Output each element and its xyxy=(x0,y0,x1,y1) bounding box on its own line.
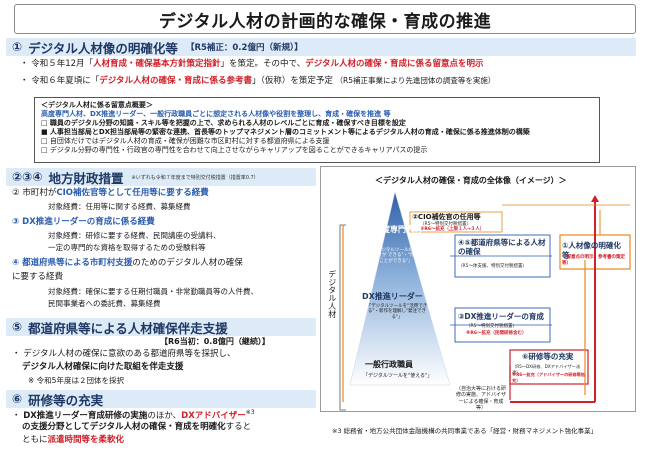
arrow-right-head xyxy=(591,195,599,202)
tier-1-label: 高度専門人材 xyxy=(374,225,422,234)
cio-sub2: ※R6～拡充（上限１人→３人） xyxy=(420,227,485,232)
item-4-heading: ④ 都道府県等による市町村支援のためのデジタル人材の確保 xyxy=(12,258,243,268)
box6-sub: （R5～DX研修、DXアドバイザー派遣） xyxy=(512,364,581,375)
cio-box xyxy=(409,211,503,233)
item-4-target-2: 民間事業者への委託費、募集経費 xyxy=(48,299,161,308)
section-6-line-2: の支援分野としてデジタル人材の確保・育成を明確化すると xyxy=(22,422,252,432)
section-1-title: デジタル人材像の明確化等 xyxy=(28,40,178,56)
tier-2-desc: 「デジタルツールを"活用できる"・新作を理解し"発注できる"」 xyxy=(366,304,428,320)
cio-sub: （R5～特別交付税措置） xyxy=(420,222,471,227)
footnote: ※3 総務省・地方公共団体金融機構の共同事業である「経営・財務マネジメント強化事… xyxy=(332,427,598,435)
key-point-2: □ 職員のデジタル分野の知識・スキル等を把握の上で、求められる人材のレベルごとに… xyxy=(41,118,406,127)
box1-sub: （留意点の明示、参考書の策定等） xyxy=(562,255,625,267)
box45-title: ④⑤都道府県等による人材の確保 xyxy=(458,238,546,257)
tier-2-label: DX推進リーダー xyxy=(362,292,423,301)
cio-label: ②CIO補佐官の任用等 xyxy=(412,213,481,221)
tier-3-label: 一般行政職員 xyxy=(365,360,413,369)
section-2-header: ②③④ 地方財政措置 ※いずれも令和７年度まで特別交付税措置（措置率0.7） xyxy=(6,168,316,186)
section-5-title: 都道府県等による人材確保伴走支援 xyxy=(28,320,228,336)
section-1-bullet-1: ・ 令和５年12月「人材育成・確保基本方針策定指針」を策定。その中で、デジタル人… xyxy=(20,59,484,69)
section-1-bullet-2: ・ 令和６年夏頃に「デジタル人材の確保・育成に係る参考書」（仮称）を策定予定 （… xyxy=(20,76,496,86)
tier-1-desc: 「デジタルツールの"目利きが できる"・"作ることができる"」 xyxy=(372,248,420,264)
item-4-target-1: 対象経費：確保に要する任期付職員・非常勤職員等の人件費、 xyxy=(48,287,258,296)
tier-3-desc: 「デジタルツールを"使える"」 xyxy=(363,373,433,379)
box3-title: ③DX推進リーダーの育成 xyxy=(458,312,544,321)
section-6-title: 研修等の充実 xyxy=(28,392,104,408)
key-point-4: □ 自団体だけではデジタル人材の育成・確保が困難な市区町村に対する都道府県による… xyxy=(41,136,330,145)
section-2-note: ※いずれも令和７年度まで特別交付税措置（措置率0.7） xyxy=(131,174,259,181)
section-1-number: ① xyxy=(12,40,23,54)
key-points-box: ＜デジタル人材に係る留意点概要＞ 高度専門人材、DX推進リーダー、一般行政職員ご… xyxy=(34,97,600,163)
key-point-5: □ デジタル分野の専門性・行政官の専門性を合わせて向上させながらキャリアップを図… xyxy=(41,145,428,154)
key-points-heading: ＜デジタル人材に係る留意点概要＞ xyxy=(41,101,153,109)
section-5-budget: 【R6当初：0.8億円（継続）】 xyxy=(160,337,270,346)
item-3-target-1: 対象経費：研修に要する経費、民間講座の受講料、 xyxy=(48,231,221,240)
item-3-heading: ③ DX推進リーダーの育成に係る経費 xyxy=(12,217,155,227)
page-title-bar: デジタル人材の計画的な確保・育成の推進 xyxy=(14,4,636,34)
section-5-line-3: ※ 令和5年度は２団体を採択 xyxy=(28,376,124,385)
item-2-heading: ② 市町村がCIO補佐官等として任用等に要する経費 xyxy=(12,188,209,198)
section-5-line-1: ・ デジタル人材の確保に意欲のある都道府県等を採択し、 xyxy=(12,349,236,359)
item-3-target-2: 一定の専門的な資格を取得するための受験料等 xyxy=(48,243,206,252)
section-6-line-1: ・ DX推進リーダー育成研修の実施のほか、DXアドバイザー※3 xyxy=(12,409,255,421)
section-5-header: ⑤ 都道府県等による人材確保伴走支援 xyxy=(6,318,316,336)
key-point-3: ■ 人事担当部局とDX担当部局等の緊密な連携、首長等のトップマネジメント層のコミ… xyxy=(41,127,530,136)
key-point-1: 高度専門人材、DX推進リーダー、一般行政職員ごとに想定される人材像や役割を整理し… xyxy=(41,109,391,118)
section-1-budget: 【R5補正：0.2億円（新規）】 xyxy=(185,43,303,53)
box3-sub: （R5～特別交付税措置） xyxy=(466,324,517,329)
section-2-title: 地方財政措置 xyxy=(48,170,124,186)
section-1-header: ① デジタル人材像の明確化等 【R5補正：0.2億円（新規）】 xyxy=(6,38,636,56)
section-6-line-3: ともに派遣時間等を柔軟化 xyxy=(22,435,125,445)
box3-sub2: ※R6～拡充（民間研修含む） xyxy=(466,331,527,336)
section-5-number: ⑤ xyxy=(12,320,23,334)
box6-title: ⑥研修等の充実 xyxy=(522,352,574,361)
section-2-number: ②③④ xyxy=(12,170,43,184)
talent-side-label: デジタル人材 xyxy=(327,270,337,318)
overview-diagram-title: ＜デジタル人材の確保・育成の全体像（イメージ）＞ xyxy=(375,176,567,185)
box45-sub: （R5～体支援、特別交付税措置） xyxy=(458,264,527,269)
item-2-target: 対象経費：任用等に関する経費、募集経費 xyxy=(48,202,191,211)
self-training-note: （自治大等における研修の実施、アドバイザーによる確保・育成 等） xyxy=(455,386,506,411)
box6-sub2: ※R6～拡充（アドバイザーの研修等拡充） xyxy=(512,372,586,383)
section-6-number: ⑥ xyxy=(12,392,23,406)
item-4-heading-2: に要する経費 xyxy=(12,272,64,282)
box1-title: ①人材像の明確化等 xyxy=(562,241,621,261)
section-5-line-2: デジタル人材確保に向けた取組を伴走支援 xyxy=(22,362,184,372)
section-6-header: ⑥ 研修等の充実 xyxy=(6,390,316,408)
talent-pyramid xyxy=(349,191,451,386)
page-title: デジタル人材の計画的な確保・育成の推進 xyxy=(158,11,492,32)
